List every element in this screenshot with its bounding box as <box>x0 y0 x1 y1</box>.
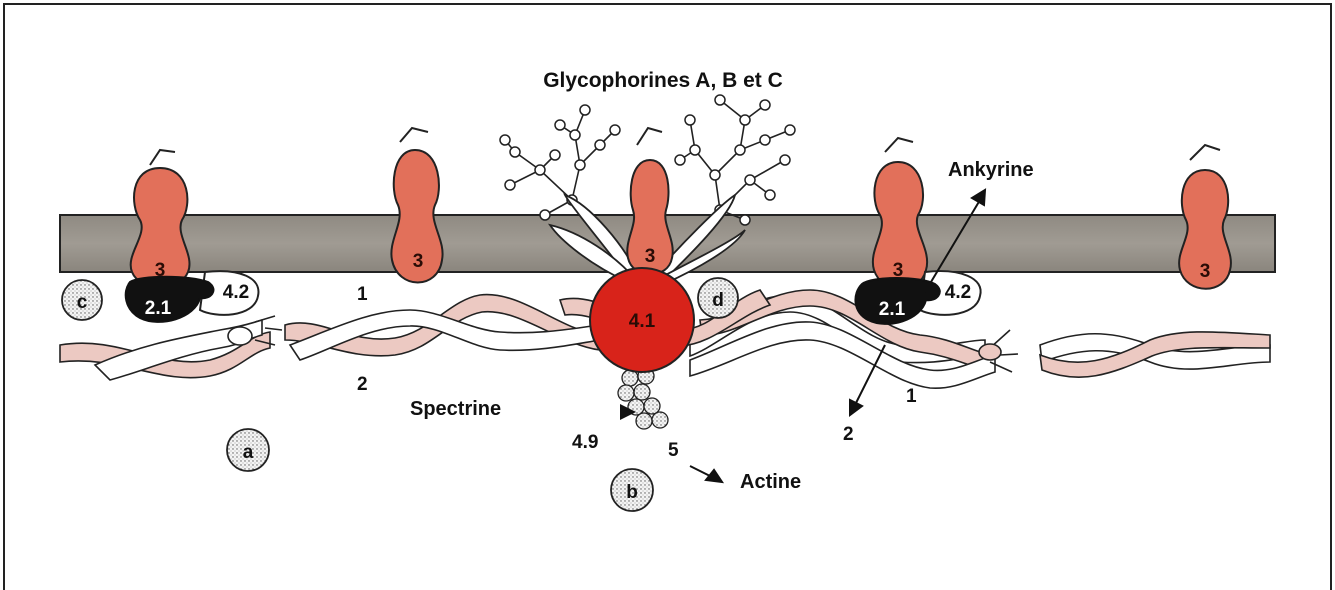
band21-label-left: 2.1 <box>145 298 172 319</box>
actine-arrow <box>690 466 710 476</box>
band49-label: 4.9 <box>572 432 598 453</box>
spectrine-label: Spectrine <box>410 398 501 420</box>
ankyrine-label: Ankyrine <box>948 159 1034 181</box>
band3-protein-2: 3 <box>391 128 442 283</box>
actine-label: Actine <box>740 471 801 493</box>
band3-protein-3: 3 <box>627 128 672 275</box>
spectrin-chain1-label-left: 1 <box>357 284 368 305</box>
band5-label: 5 <box>668 440 679 461</box>
band21-label-right: 2.1 <box>879 299 906 320</box>
diagram-title: Glycophorines A, B et C <box>543 69 783 92</box>
ankyrin-left: 2.1 <box>126 277 214 322</box>
site-marker-b-label: b <box>626 482 638 503</box>
site-marker-d-label: d <box>712 290 724 311</box>
spectrin-chain2-label-right: 2 <box>843 424 854 445</box>
ankyrine-arrowhead <box>972 190 985 205</box>
spectrin-chain2-label-left: 2 <box>357 374 368 395</box>
band42-label-left: 4.2 <box>223 282 249 303</box>
site-marker-a-label: a <box>243 442 254 463</box>
spectrin-chain2-arrowhead <box>850 400 862 415</box>
band41-label: 4.1 <box>629 311 656 332</box>
band3-protein-4: 3 <box>873 138 927 289</box>
actin-protofilament <box>618 368 668 429</box>
site-marker-c: c <box>62 280 102 320</box>
band3-protein-1: 3 <box>131 150 190 287</box>
band41-protein: 4.1 <box>590 268 694 372</box>
band3-label-5: 3 <box>1200 261 1211 282</box>
band3-label-3: 3 <box>645 246 656 267</box>
site-marker-b: b <box>611 469 653 511</box>
actine-arrowhead <box>706 470 722 482</box>
spectrin-chain1-label-right: 1 <box>906 386 917 407</box>
ankyrin-right: 2.1 <box>855 278 939 324</box>
site-marker-d: d <box>698 278 738 318</box>
band3-label-2: 3 <box>413 251 424 272</box>
band3-protein-5: 3 <box>1179 145 1231 289</box>
site-marker-c-label: c <box>77 292 88 313</box>
band42-label-right: 4.2 <box>945 282 971 303</box>
site-marker-a: a <box>227 429 269 471</box>
